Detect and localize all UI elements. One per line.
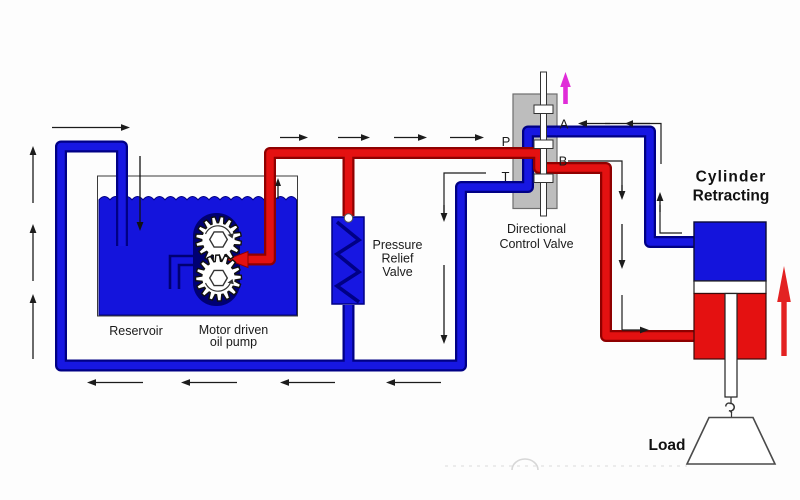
svg-text:Retracting: Retracting: [693, 188, 770, 205]
svg-text:Directional: Directional: [507, 222, 566, 236]
svg-text:oil pump: oil pump: [210, 335, 257, 349]
svg-text:Pressure: Pressure: [372, 238, 422, 252]
svg-text:P: P: [502, 134, 511, 149]
svg-text:Control Valve: Control Valve: [499, 237, 573, 251]
svg-text:T: T: [502, 169, 510, 184]
svg-text:Motor driven: Motor driven: [199, 323, 269, 337]
svg-text:Load: Load: [648, 437, 685, 454]
svg-text:Valve: Valve: [382, 265, 412, 279]
svg-text:B: B: [559, 154, 568, 169]
svg-text:A: A: [560, 117, 569, 132]
svg-text:Relief: Relief: [382, 252, 414, 266]
svg-text:Cylinder: Cylinder: [696, 169, 767, 186]
svg-text:Reservoir: Reservoir: [109, 324, 163, 338]
